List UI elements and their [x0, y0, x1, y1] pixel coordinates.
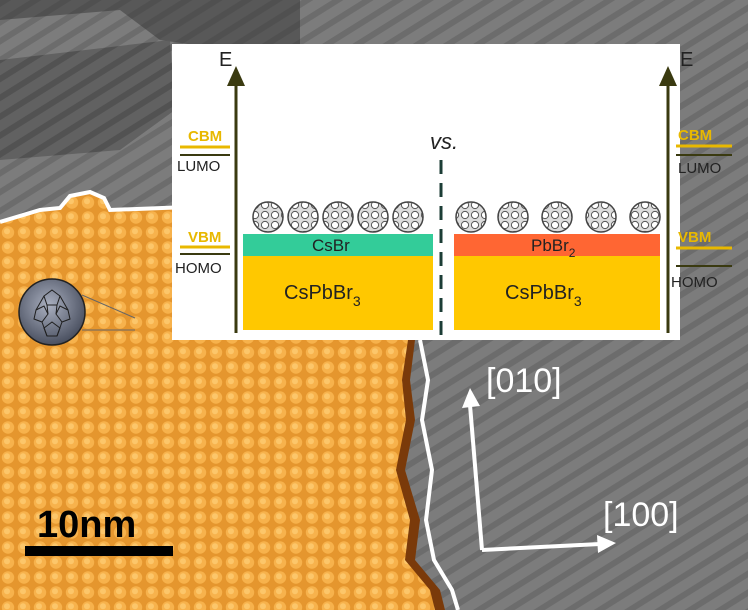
left-energy-label: E — [219, 49, 232, 71]
right-bulk-layer — [454, 256, 660, 330]
right-cbm-label: CBM — [678, 127, 712, 144]
step-edge-top — [0, 189, 241, 224]
direction-010-label: [010] — [486, 362, 562, 400]
right-surface-layer — [454, 234, 660, 256]
dark-terrace-region — [0, 40, 175, 160]
left-surface-label: CsBr — [312, 236, 350, 255]
scale-bar — [25, 546, 173, 556]
step-edge-right — [418, 339, 460, 610]
left-vbm-label: VBM — [188, 229, 221, 246]
versus-label: vs. — [430, 129, 458, 154]
left-energy-axis — [227, 66, 245, 333]
c60-molecule-zoom — [18, 278, 136, 346]
right-energy-axis — [659, 66, 677, 333]
right-bulk-label: CsPbBr3 — [505, 282, 582, 309]
left-surface-layer — [243, 234, 433, 256]
left-cbm-label: CBM — [188, 128, 222, 145]
right-c60-row — [455, 201, 661, 233]
left-lumo-label: LUMO — [177, 158, 220, 175]
right-surface-label: PbBr2 — [531, 236, 576, 260]
left-bulk-layer — [243, 256, 433, 330]
right-energy-label: E — [680, 49, 693, 71]
scale-bar-label: 10nm — [37, 504, 136, 546]
left-homo-label: HOMO — [175, 260, 222, 277]
direction-100-label: [100] — [603, 496, 679, 534]
right-lumo-label: LUMO — [678, 160, 721, 177]
direction-axes — [462, 388, 616, 553]
left-bulk-label: CsPbBr3 — [284, 282, 361, 309]
right-vbm-label: VBM — [678, 229, 711, 246]
left-c60-row — [252, 201, 424, 233]
right-homo-label: HOMO — [671, 274, 718, 291]
